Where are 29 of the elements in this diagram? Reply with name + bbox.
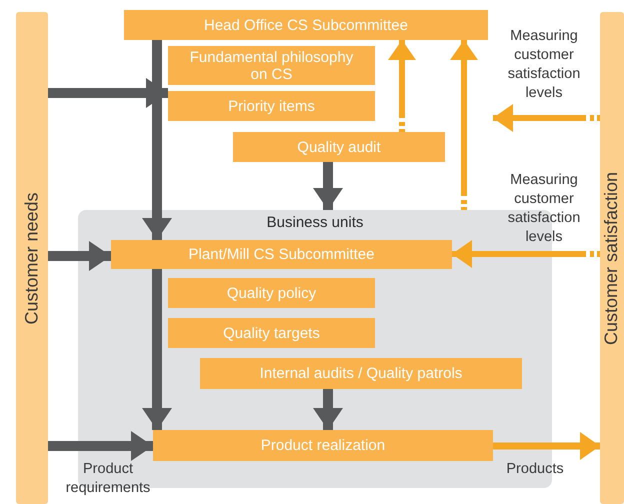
edge-label: Measuring customer satisfaction levels	[506, 27, 582, 103]
arrow	[313, 162, 343, 210]
arrow	[493, 104, 600, 132]
arrow	[142, 40, 172, 240]
side-bar-label: Customer satisfaction	[602, 171, 622, 345]
arrow	[48, 78, 168, 108]
edge-label: Measuring customer satisfaction levels	[506, 171, 582, 247]
side-bar	[600, 12, 624, 504]
process-box: Plant/Mill CS Subcommittee	[111, 240, 452, 269]
arrow	[388, 40, 416, 132]
process-box: Product realization	[153, 430, 493, 461]
edge-label: Product requirements	[64, 460, 152, 498]
process-box: Fundamental philosophy on CS	[168, 46, 375, 85]
process-box: Priority items	[168, 91, 375, 121]
process-box: Quality targets	[168, 318, 375, 348]
arrow	[313, 389, 343, 430]
arrow	[48, 431, 153, 461]
process-box: Head Office CS Subcommittee	[124, 10, 488, 40]
process-box: Quality audit	[233, 132, 445, 162]
edge-label: Products	[505, 460, 565, 479]
process-box: Quality policy	[168, 278, 375, 308]
arrow	[142, 269, 172, 430]
side-bar	[16, 12, 48, 504]
arrow	[450, 40, 478, 210]
arrow	[452, 240, 600, 268]
side-bar-label: Customer needs	[22, 192, 42, 324]
arrow	[493, 432, 600, 460]
process-box: Internal audits / Quality patrols	[200, 358, 522, 389]
arrow	[48, 241, 111, 271]
